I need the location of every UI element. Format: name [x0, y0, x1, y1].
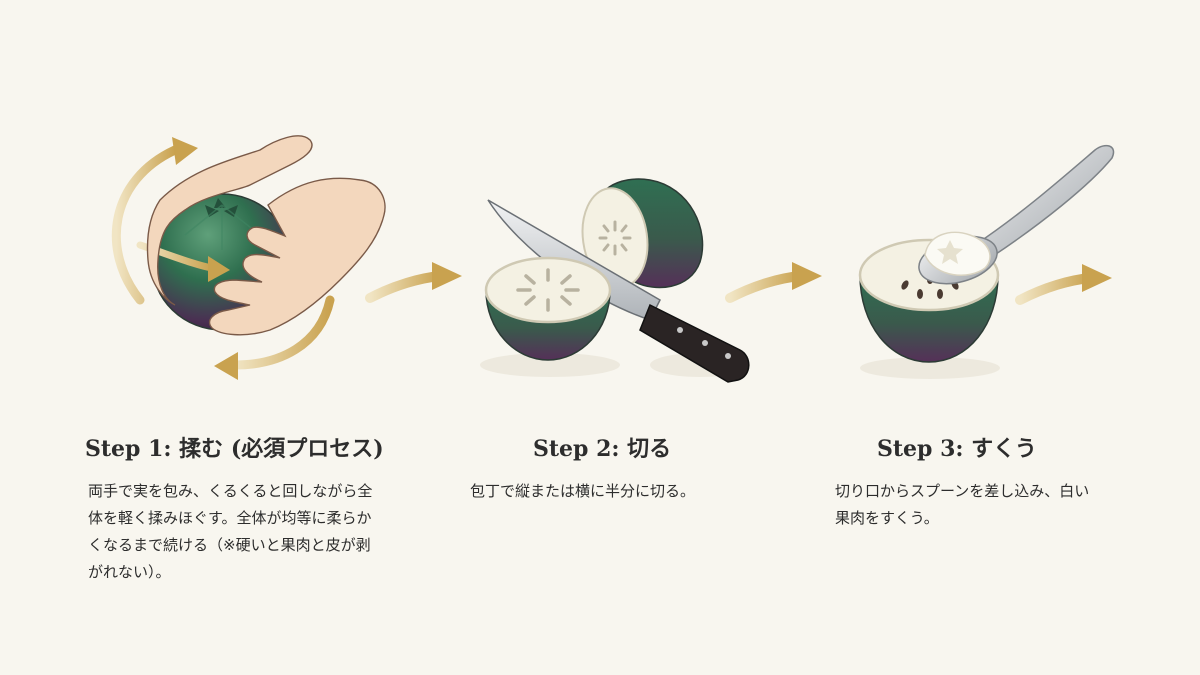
- rotation-arrow-icon: [111, 145, 180, 305]
- step2-illustration: [480, 178, 750, 383]
- step3-title: Step 3: すくう: [877, 436, 1037, 462]
- rotation-arrow-head-icon: [214, 352, 238, 380]
- hands-icon: [146, 135, 313, 306]
- step1-title: Step 1: 揉む (必須プロセス): [85, 436, 384, 462]
- step2-description: 包丁で縦または横に半分に切る。: [470, 482, 696, 500]
- step2-title: Step 2: 切る: [533, 436, 672, 462]
- step1-illustration: [111, 135, 386, 380]
- spoon-handle-icon: [973, 144, 1115, 259]
- step3-illustration: [858, 144, 1115, 379]
- flow-arrow-icon: [1015, 264, 1112, 305]
- fruit-flesh-icon: [484, 256, 612, 324]
- rotation-arrow-icon: [230, 295, 335, 370]
- knife-handle-icon: [639, 303, 750, 383]
- flow-arrow-icon: [365, 262, 462, 303]
- hands-icon: [208, 177, 386, 336]
- rotation-arrow-head-icon: [172, 137, 198, 165]
- flow-arrow-icon: [725, 262, 822, 303]
- step1-description: 両手で実を包み、くるくると回しながら全体を軽く揉みほぐす。全体が均等に柔らかくな…: [88, 482, 373, 581]
- step3-description: 切り口からスプーンを差し込み、白い果肉をすくう。: [835, 482, 1090, 527]
